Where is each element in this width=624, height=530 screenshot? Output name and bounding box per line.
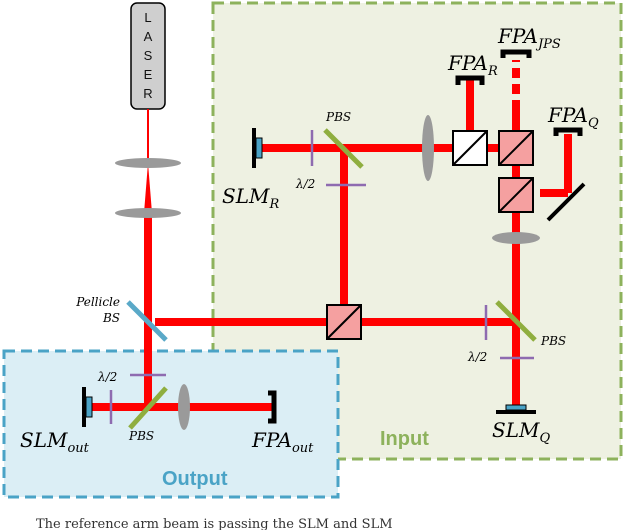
slm-out-label: SLMout: [20, 428, 90, 456]
slm-out-device: [82, 387, 93, 427]
fpa-q-label: FPAQ: [547, 103, 599, 131]
pbs-top-label: PBS: [325, 110, 351, 124]
lens-output: [178, 384, 190, 430]
fpa-r-detector: [455, 75, 485, 85]
fpa-jps-label: FPAJPS: [497, 24, 561, 52]
pellicle-beam-splitter: [126, 300, 168, 342]
pbs-output-label: PBS: [128, 429, 154, 443]
lens-query-arm: [492, 232, 540, 244]
pellicle-label-line1: Pellicle: [75, 295, 120, 309]
slm-q-device: [496, 404, 536, 414]
laser-letter-5: R: [143, 86, 152, 101]
pbs-right-label: PBS: [540, 334, 566, 348]
half-wave-top-label: λ/2: [295, 177, 315, 191]
slm-r-device: [252, 128, 263, 168]
slm-q-label: SLMQ: [492, 418, 550, 446]
half-wave-right-label: λ/2: [467, 350, 487, 364]
input-region-title: Input: [380, 428, 429, 450]
fpa-r-label: FPAR: [447, 51, 498, 79]
cube-beam-splitter-center: [326, 304, 362, 340]
fpa-out-label: FPAout: [251, 428, 314, 456]
fpa-jps-detector: [500, 49, 532, 58]
fold-mirror: [546, 182, 586, 222]
laser-letter-2: A: [144, 29, 153, 44]
pellicle-label-line2: BS: [102, 311, 120, 325]
laser-source: L A S E R: [130, 2, 166, 110]
output-region-title: Output: [162, 468, 228, 490]
beam-expander-cone: [144, 163, 152, 213]
slm-r-label: SLMR: [222, 184, 279, 212]
lens-laser-top: [115, 158, 181, 168]
cube-beam-splitter-query: [498, 177, 534, 213]
half-wave-output-label: λ/2: [97, 370, 117, 384]
fpa-out-detector: [268, 390, 277, 424]
fpa-q-detector: [553, 127, 583, 136]
cube-beam-splitter-jps: [498, 130, 534, 166]
pbs-right: [495, 300, 537, 342]
laser-letter-1: L: [144, 10, 151, 25]
output-region-box: [2, 349, 340, 499]
laser-letter-3: S: [144, 48, 153, 63]
pbs-top: [323, 128, 364, 169]
pbs-output: [128, 386, 168, 430]
lens-laser-bottom: [115, 208, 181, 218]
laser-letter-4: E: [144, 67, 153, 82]
lens-reference-arm: [422, 115, 434, 181]
cube-beam-splitter-ref: [452, 130, 488, 166]
figure-caption: The reference arm beam is passing the SL…: [36, 517, 393, 530]
